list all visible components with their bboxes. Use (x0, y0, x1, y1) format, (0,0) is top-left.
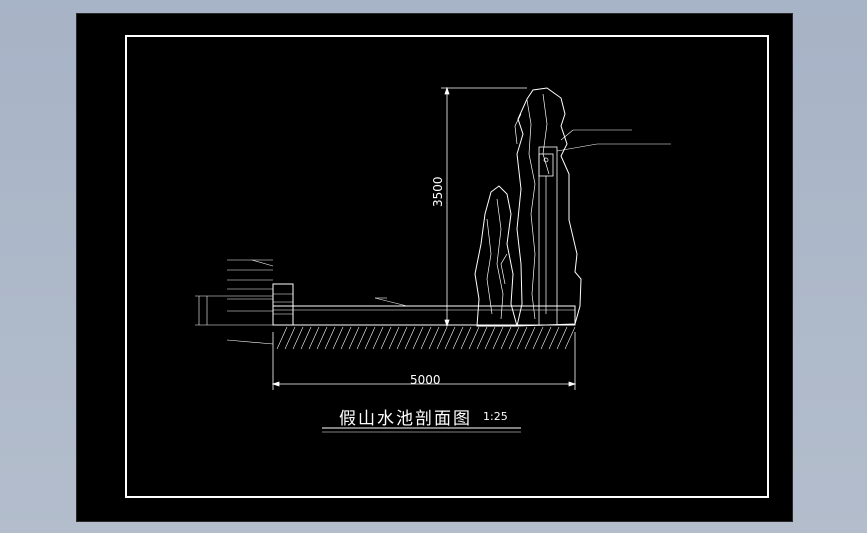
dimension-vertical (441, 86, 527, 328)
cad-viewport[interactable]: 3500 5000 假山水池剖面图 1:25 (76, 13, 793, 522)
left-annotation-leaders (195, 259, 274, 345)
drawing-scale: 1:25 (483, 410, 508, 423)
pipe-column (538, 146, 558, 326)
pool-slab (272, 305, 576, 326)
right-annotation-leaders (556, 129, 671, 152)
drawing-title: 假山水池剖面图 (339, 409, 472, 429)
rockery-front (474, 185, 518, 327)
drawing-border-frame (125, 35, 769, 498)
soil-hatch (276, 326, 576, 350)
dimension-width-label: 5000 (410, 373, 441, 387)
dimension-horizontal (271, 332, 577, 390)
pool-left-wall (272, 283, 294, 326)
dimension-height-label: 3500 (431, 176, 445, 207)
wall-hatch (273, 293, 293, 315)
rockery-main (516, 87, 582, 327)
section-drawing (195, 86, 671, 433)
